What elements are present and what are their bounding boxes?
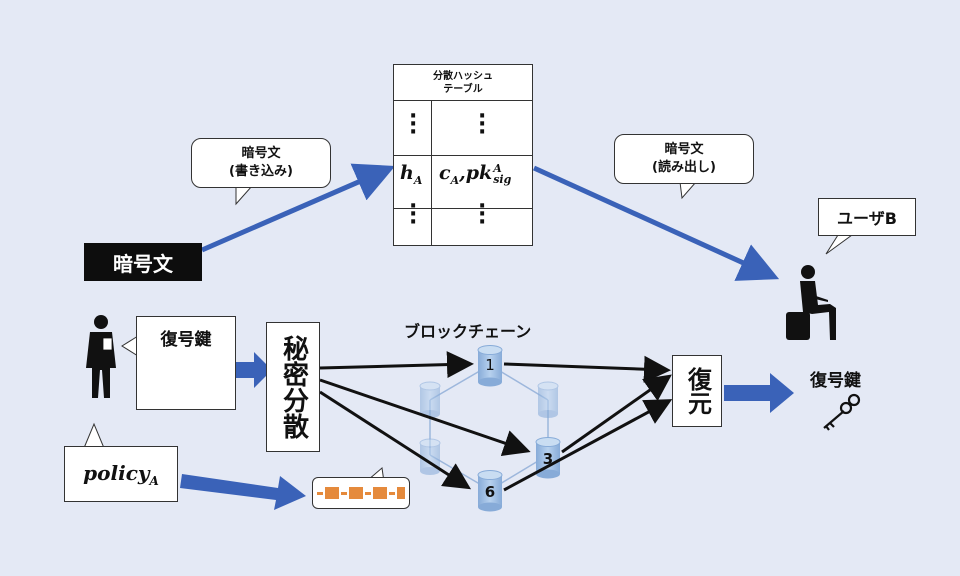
decrypt-key-label: 復号鍵 bbox=[160, 330, 212, 350]
read-callout: 暗号文 (読み出し) bbox=[614, 134, 754, 184]
blockchain-label: ブロックチェーン bbox=[404, 322, 532, 341]
user-b-tail bbox=[825, 234, 854, 255]
restore-box: 復元 bbox=[672, 355, 722, 427]
seated-woman-icon bbox=[786, 265, 836, 340]
key-icon bbox=[823, 393, 861, 431]
secret-sharing-label: 秘密分散 bbox=[278, 335, 309, 439]
read-callout-tail bbox=[679, 181, 698, 200]
policy-callout: policyA bbox=[64, 446, 178, 502]
share-arrow-1 bbox=[319, 351, 474, 379]
restore-to-key-arrow bbox=[724, 373, 794, 413]
dht-ellipsis: ··· bbox=[478, 194, 487, 235]
dht-key-cell: hA bbox=[400, 162, 422, 187]
hash-symbol: h bbox=[400, 162, 414, 184]
node-faded bbox=[419, 438, 441, 475]
dht-row-divider bbox=[394, 208, 532, 209]
write-arrow bbox=[201, 163, 396, 253]
policy-subscript: A bbox=[149, 473, 159, 488]
restore-arrow-6 bbox=[503, 399, 673, 492]
chain-blocks-icon bbox=[317, 487, 405, 499]
restore-arrow-3 bbox=[561, 374, 672, 454]
cipher-subscript: A bbox=[450, 173, 460, 187]
dht-ellipsis: ··· bbox=[478, 104, 487, 145]
dht-ellipsis: ··· bbox=[409, 194, 418, 235]
user-b-callout: ユーザB bbox=[818, 198, 916, 236]
chain-callout bbox=[312, 477, 410, 509]
pk-superscript: A bbox=[493, 162, 502, 175]
user-b-label: ユーザB bbox=[837, 209, 897, 228]
dht-column-divider bbox=[431, 101, 432, 245]
secret-sharing-box: 秘密分散 bbox=[266, 322, 320, 452]
dht-title-line1: 分散ハッシュ bbox=[433, 70, 493, 82]
hash-subscript: A bbox=[413, 173, 423, 187]
write-callout-line2: (書き込み) bbox=[229, 164, 293, 179]
dht-ellipsis: ··· bbox=[409, 104, 418, 145]
decrypt-key-callout: 復号鍵 bbox=[136, 316, 236, 410]
node-3 bbox=[535, 437, 561, 479]
policy-symbol: policy bbox=[83, 460, 150, 485]
node-6 bbox=[477, 470, 503, 512]
cipher-symbol: c bbox=[439, 162, 451, 184]
share-arrow-3 bbox=[319, 378, 531, 456]
write-callout-tail bbox=[235, 185, 254, 206]
policy-callout-tail bbox=[83, 422, 105, 449]
node-3-label: 3 bbox=[542, 450, 554, 468]
pk-symbol: pk bbox=[465, 162, 493, 184]
node-6-label: 6 bbox=[484, 483, 496, 501]
restore-label: 復元 bbox=[683, 367, 712, 415]
key-to-sharing-arrow bbox=[224, 352, 272, 388]
node-faded bbox=[537, 381, 559, 418]
policy-expression: policyA bbox=[83, 461, 159, 488]
ciphertext-label: 暗号文 bbox=[113, 251, 173, 276]
node-faded bbox=[419, 381, 441, 418]
policy-arrow bbox=[180, 474, 306, 510]
node-1 bbox=[477, 345, 503, 387]
ciphertext-box: 暗号文 bbox=[84, 243, 202, 281]
dht-row-divider bbox=[394, 155, 532, 156]
node-1-label: 1 bbox=[485, 356, 495, 374]
restore-arrow-1 bbox=[503, 355, 671, 383]
share-arrow-6 bbox=[319, 390, 472, 490]
read-callout-line1: 暗号文 bbox=[664, 142, 704, 157]
businessman-icon bbox=[86, 315, 116, 398]
decrypt-key-right-label: 復号鍵 bbox=[810, 371, 861, 391]
dht-title: 分散ハッシュ テーブル bbox=[394, 65, 532, 101]
dht-title-line2: テーブル bbox=[443, 83, 483, 95]
write-callout-line1: 暗号文 bbox=[241, 146, 281, 161]
read-callout-line2: (読み出し) bbox=[652, 160, 716, 175]
read-arrow bbox=[532, 165, 780, 281]
pk-subscript: sig bbox=[493, 173, 512, 186]
write-callout: 暗号文 (書き込み) bbox=[191, 138, 331, 188]
value-separator: , bbox=[459, 162, 466, 184]
